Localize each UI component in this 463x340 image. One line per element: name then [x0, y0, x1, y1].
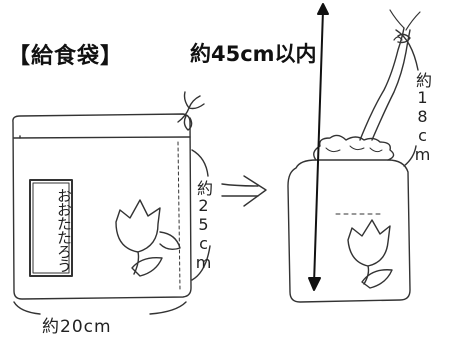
width-bracket: [13, 301, 187, 315]
tulip-leaf: [131, 257, 163, 277]
tulip-leaf-2: [159, 231, 181, 251]
transform-arrow: [221, 175, 267, 207]
bag-height-label: 約25cm: [194, 180, 213, 272]
drawstring-bow: [177, 91, 205, 131]
tulip-flower: [115, 199, 161, 253]
bag-dashed-stitch: [177, 141, 181, 291]
name-tag-inner: [32, 182, 70, 274]
name-tag-frame: [29, 179, 73, 277]
flat-bag: [12, 91, 211, 315]
gathered-bag-outline: [287, 159, 411, 303]
flat-bag-outline: [12, 113, 192, 300]
string-length-bracket: [395, 29, 419, 167]
bag-width-label: 約20cm: [42, 317, 112, 337]
tulip-flower-2: [347, 219, 391, 267]
length-arrow: [308, 3, 329, 291]
drawstring-length-label: 約45cm以内: [190, 42, 317, 66]
gathered-top: [313, 134, 395, 161]
tulip-stem-2: [363, 265, 370, 285]
string-length-label: 約18cm: [413, 72, 432, 164]
gathered-bag: [287, 9, 421, 303]
casing-line: [13, 136, 191, 139]
tulip-leaf-3: [361, 269, 393, 289]
name-tag-text: おおたたろう: [55, 188, 73, 272]
height-bracket: [191, 149, 211, 281]
page-title: 【給食袋】: [8, 44, 124, 69]
